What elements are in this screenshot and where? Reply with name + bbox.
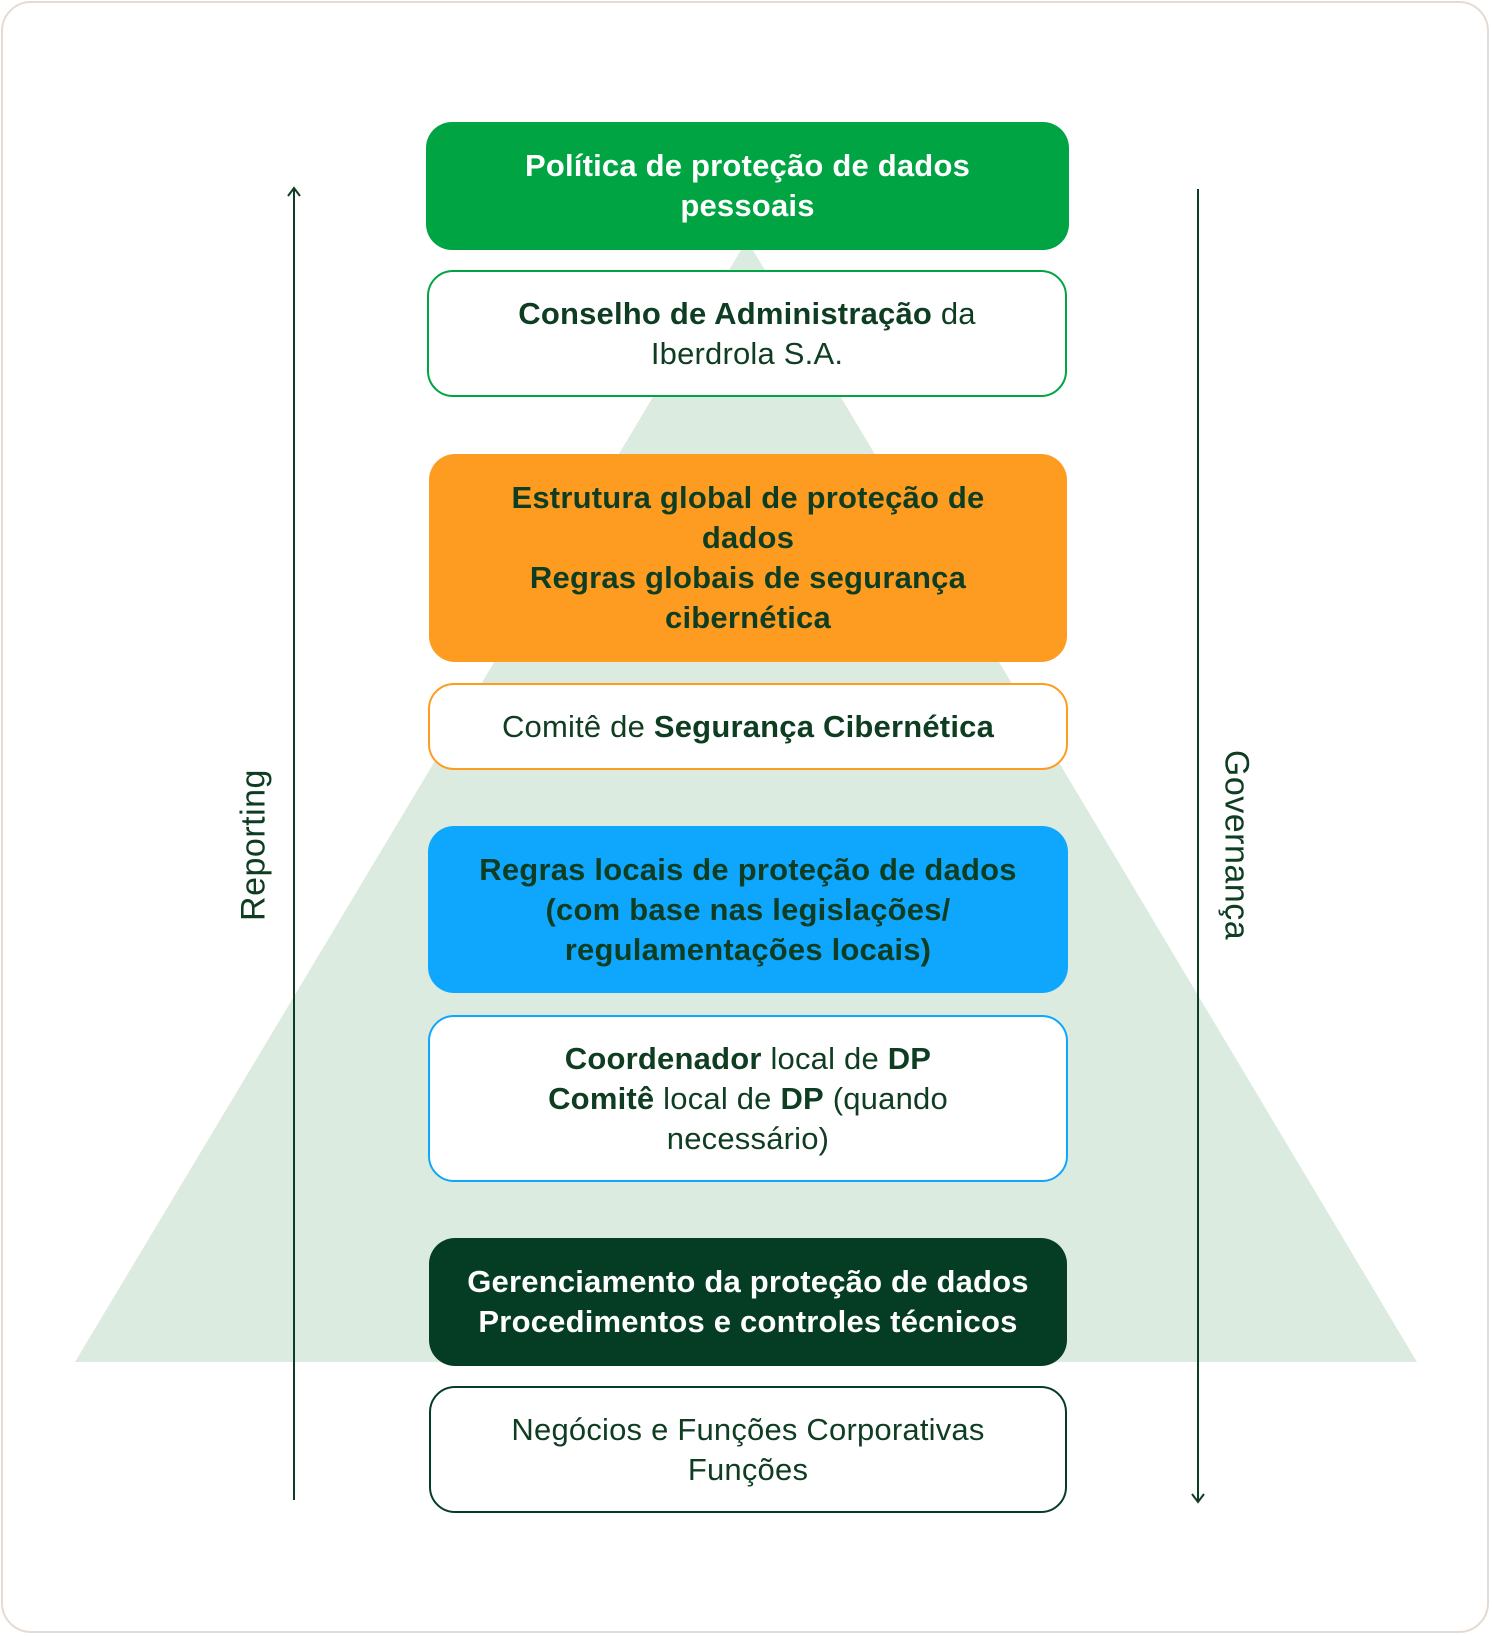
box-text-segment: local de bbox=[761, 1040, 888, 1076]
reporting-arrow bbox=[287, 186, 301, 1500]
box-text-line: cibernética bbox=[511, 598, 984, 638]
box-text-line: Política de proteção de dados bbox=[525, 146, 970, 186]
box-text-line: Iberdrola S.A. bbox=[518, 334, 976, 374]
box-text-segment: DP bbox=[887, 1040, 932, 1076]
box-text-line: Conselho de Administração da bbox=[518, 294, 976, 334]
arrow-down-icon bbox=[1191, 1493, 1205, 1504]
box-text-segment: cibernética bbox=[665, 600, 831, 635]
box-text-line: Comitê local de DP (quando bbox=[548, 1079, 948, 1119]
box-text-segment: Regras globais de segurança bbox=[529, 560, 967, 595]
reporting-label: Reporting bbox=[234, 769, 273, 921]
box-text-line: Comitê de Segurança Cibernética bbox=[502, 707, 994, 747]
box-text-line: (com base nas legislações/ bbox=[479, 890, 1016, 930]
box-text-segment: Segurança Cibernética bbox=[653, 708, 995, 744]
box-text-segment: Funções bbox=[687, 1451, 809, 1487]
box-text-line: Gerenciamento da proteção de dados bbox=[467, 1262, 1029, 1302]
box-text-segment: da bbox=[932, 295, 976, 331]
box-text-segment: DP bbox=[780, 1080, 824, 1116]
box-text-line: Coordenador local de DP bbox=[548, 1039, 948, 1079]
politica-box: Política de proteção de dados pessoais bbox=[426, 122, 1069, 250]
box-text-line: Procedimentos e controles técnicos bbox=[467, 1302, 1029, 1342]
regras-locais-box: Regras locais de proteção de dados (com b… bbox=[428, 826, 1068, 993]
box-text-segment: pessoais bbox=[680, 188, 815, 223]
box-text-segment: dados bbox=[701, 520, 795, 555]
comite-seguranca-box: Comitê de Segurança Cibernética bbox=[428, 683, 1068, 770]
box-text-line: Estrutura global de proteção de bbox=[511, 478, 984, 518]
box-text-line: regulamentações locais) bbox=[479, 930, 1016, 970]
box-text-segment: Comitê bbox=[548, 1080, 655, 1116]
box-text-segment: Iberdrola S.A. bbox=[650, 335, 844, 371]
box-text-segment: Negócios e Funções Corporativas bbox=[511, 1411, 985, 1447]
box-text-segment: Regras locais de proteção de dados bbox=[479, 851, 1017, 887]
box-text-line: dados bbox=[511, 518, 984, 558]
box-text-line: Funções bbox=[511, 1450, 984, 1490]
box-text-segment: Coordenador bbox=[564, 1040, 762, 1076]
box-text-segment: (com base nas legislações/ bbox=[545, 891, 951, 927]
box-text-segment: Política de proteção de dados bbox=[524, 148, 971, 183]
box-text-segment: Conselho de Administração bbox=[518, 295, 933, 331]
box-text-segment: regulamentações locais) bbox=[564, 931, 932, 967]
box-text-segment: Procedimentos e controles técnicos bbox=[478, 1304, 1018, 1339]
box-text-line: Negócios e Funções Corporativas bbox=[511, 1410, 984, 1450]
governance-label: Governança bbox=[1217, 749, 1256, 941]
box-text-segment: Comitê de bbox=[501, 708, 654, 744]
box-text-segment: (quando bbox=[823, 1080, 948, 1116]
box-text-segment: necessário) bbox=[666, 1120, 830, 1156]
box-text-line: Regras locais de proteção de dados bbox=[479, 850, 1016, 890]
box-text-line: Regras globais de segurança bbox=[511, 558, 984, 598]
box-text-segment: Gerenciamento da proteção de dados bbox=[467, 1264, 1029, 1299]
governance-pyramid bbox=[75, 240, 1417, 1362]
box-text-segment: local de bbox=[654, 1080, 781, 1116]
arrow-up-icon bbox=[287, 186, 301, 197]
box-text-segment: Estrutura global de proteção de bbox=[511, 480, 985, 515]
governance-arrow bbox=[1191, 189, 1205, 1504]
box-text-line: necessário) bbox=[548, 1119, 948, 1159]
box-text-line: pessoais bbox=[525, 186, 970, 226]
